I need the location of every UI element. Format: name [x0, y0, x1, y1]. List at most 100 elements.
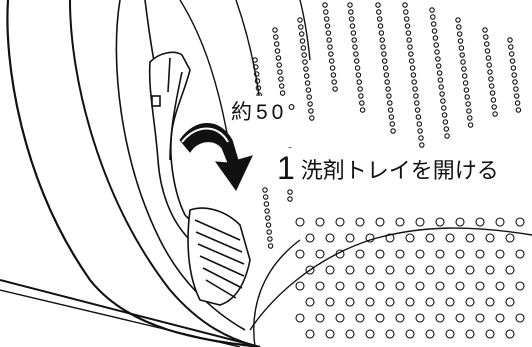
drum-hole: [353, 51, 359, 57]
drum-hole: [298, 24, 304, 30]
drum-hole: [413, 93, 419, 99]
drum-hole: [465, 101, 471, 107]
drum-hole: [387, 107, 394, 113]
drum-hole: [445, 329, 455, 339]
drum-hole: [416, 121, 423, 127]
drum-hole: [325, 233, 335, 243]
drum-hole: [467, 122, 474, 128]
drum-hole: [405, 233, 415, 243]
drum-hole: [405, 297, 415, 307]
drum-hole: [435, 63, 442, 69]
drum-hole: [300, 45, 307, 51]
drum-hole: [315, 281, 325, 291]
drum-hole: [439, 91, 445, 97]
drum-hole: [484, 48, 491, 54]
drum-hole: [325, 297, 335, 307]
drum-hole: [491, 104, 497, 110]
drum-hole: [466, 108, 472, 114]
drum-hole: [455, 217, 465, 227]
drum-hole: [275, 55, 282, 61]
drum-hole: [433, 42, 439, 48]
drum-hole: [355, 313, 365, 323]
drum-hole: [425, 297, 435, 307]
drum-hole: [306, 94, 312, 100]
drum-hole: [515, 107, 522, 113]
drum-hole: [265, 222, 272, 228]
drum-hole: [359, 100, 365, 106]
drum-hole: [434, 49, 440, 55]
rotation-arrow: [179, 123, 253, 191]
drum-hole: [458, 45, 465, 51]
drum-hole: [345, 265, 355, 275]
drum-hole: [432, 35, 439, 41]
drum-hole: [445, 265, 455, 275]
drum-hole: [365, 329, 375, 339]
drum-hole: [388, 114, 395, 120]
drum-hole: [349, 23, 356, 29]
drum-hole: [415, 249, 425, 259]
drum-hole: [335, 281, 345, 291]
drum-hole: [483, 34, 489, 40]
drum-hole: [345, 233, 355, 243]
drum-hole: [429, 7, 435, 13]
drum-hole: [395, 281, 405, 291]
drum-hole: [297, 17, 303, 23]
drum-hole: [436, 70, 443, 76]
drum-hole: [455, 249, 465, 259]
drum-hole: [354, 65, 361, 71]
drum-hole: [515, 249, 525, 259]
drum-hole: [385, 297, 395, 307]
drum-hole: [431, 28, 438, 34]
drum-hole: [385, 329, 395, 339]
drum-hole: [490, 97, 497, 103]
drum-hole: [350, 30, 357, 36]
drum-hole: [425, 329, 435, 339]
drum-hole: [323, 9, 329, 15]
drum-hole: [492, 111, 498, 117]
drum-hole: [347, 2, 353, 8]
drum-hole: [409, 65, 416, 71]
drum-hole: [324, 23, 331, 29]
drum-hole: [408, 51, 414, 57]
drum-hole: [348, 16, 355, 22]
drum-hole: [345, 329, 355, 339]
drum-hole: [389, 121, 396, 127]
drum-hole: [463, 87, 470, 93]
drum-hole: [405, 329, 415, 339]
drum-hole: [508, 44, 514, 50]
drum-hole: [353, 58, 360, 64]
drum-hole: [467, 115, 473, 121]
drum-hole: [295, 281, 305, 291]
drum-hole: [435, 281, 445, 291]
drum-hole: [441, 105, 447, 111]
drum-hole: [309, 115, 315, 121]
drum-hole: [378, 30, 385, 36]
drum-hole: [328, 58, 335, 64]
drum-hole: [375, 249, 385, 259]
drum-hole: [262, 187, 268, 193]
drum-hole: [460, 59, 466, 65]
drum-hole: [456, 31, 463, 37]
drum-hole: [485, 233, 495, 243]
drum-hole: [455, 313, 465, 323]
drum-hole: [475, 313, 485, 323]
drum-hole: [435, 56, 441, 62]
drum-hole: [415, 313, 425, 323]
drum-hole: [295, 313, 305, 323]
drum-hole: [308, 108, 314, 114]
drum-hole: [298, 31, 305, 37]
drum-hole: [486, 62, 492, 68]
drum-hole: [465, 233, 475, 243]
drum-hole: [352, 44, 358, 50]
drum-hole: [485, 265, 495, 275]
drum-hole: [345, 297, 355, 307]
drum-hole: [441, 112, 448, 118]
drum-hole: [445, 233, 455, 243]
drum-hole: [515, 217, 525, 227]
drum-hole: [355, 281, 365, 291]
drum-hole: [419, 142, 425, 148]
drum-hole: [459, 52, 465, 58]
drum-hole: [356, 79, 362, 85]
drum-hole: [505, 265, 515, 275]
drum-hole: [385, 265, 395, 275]
